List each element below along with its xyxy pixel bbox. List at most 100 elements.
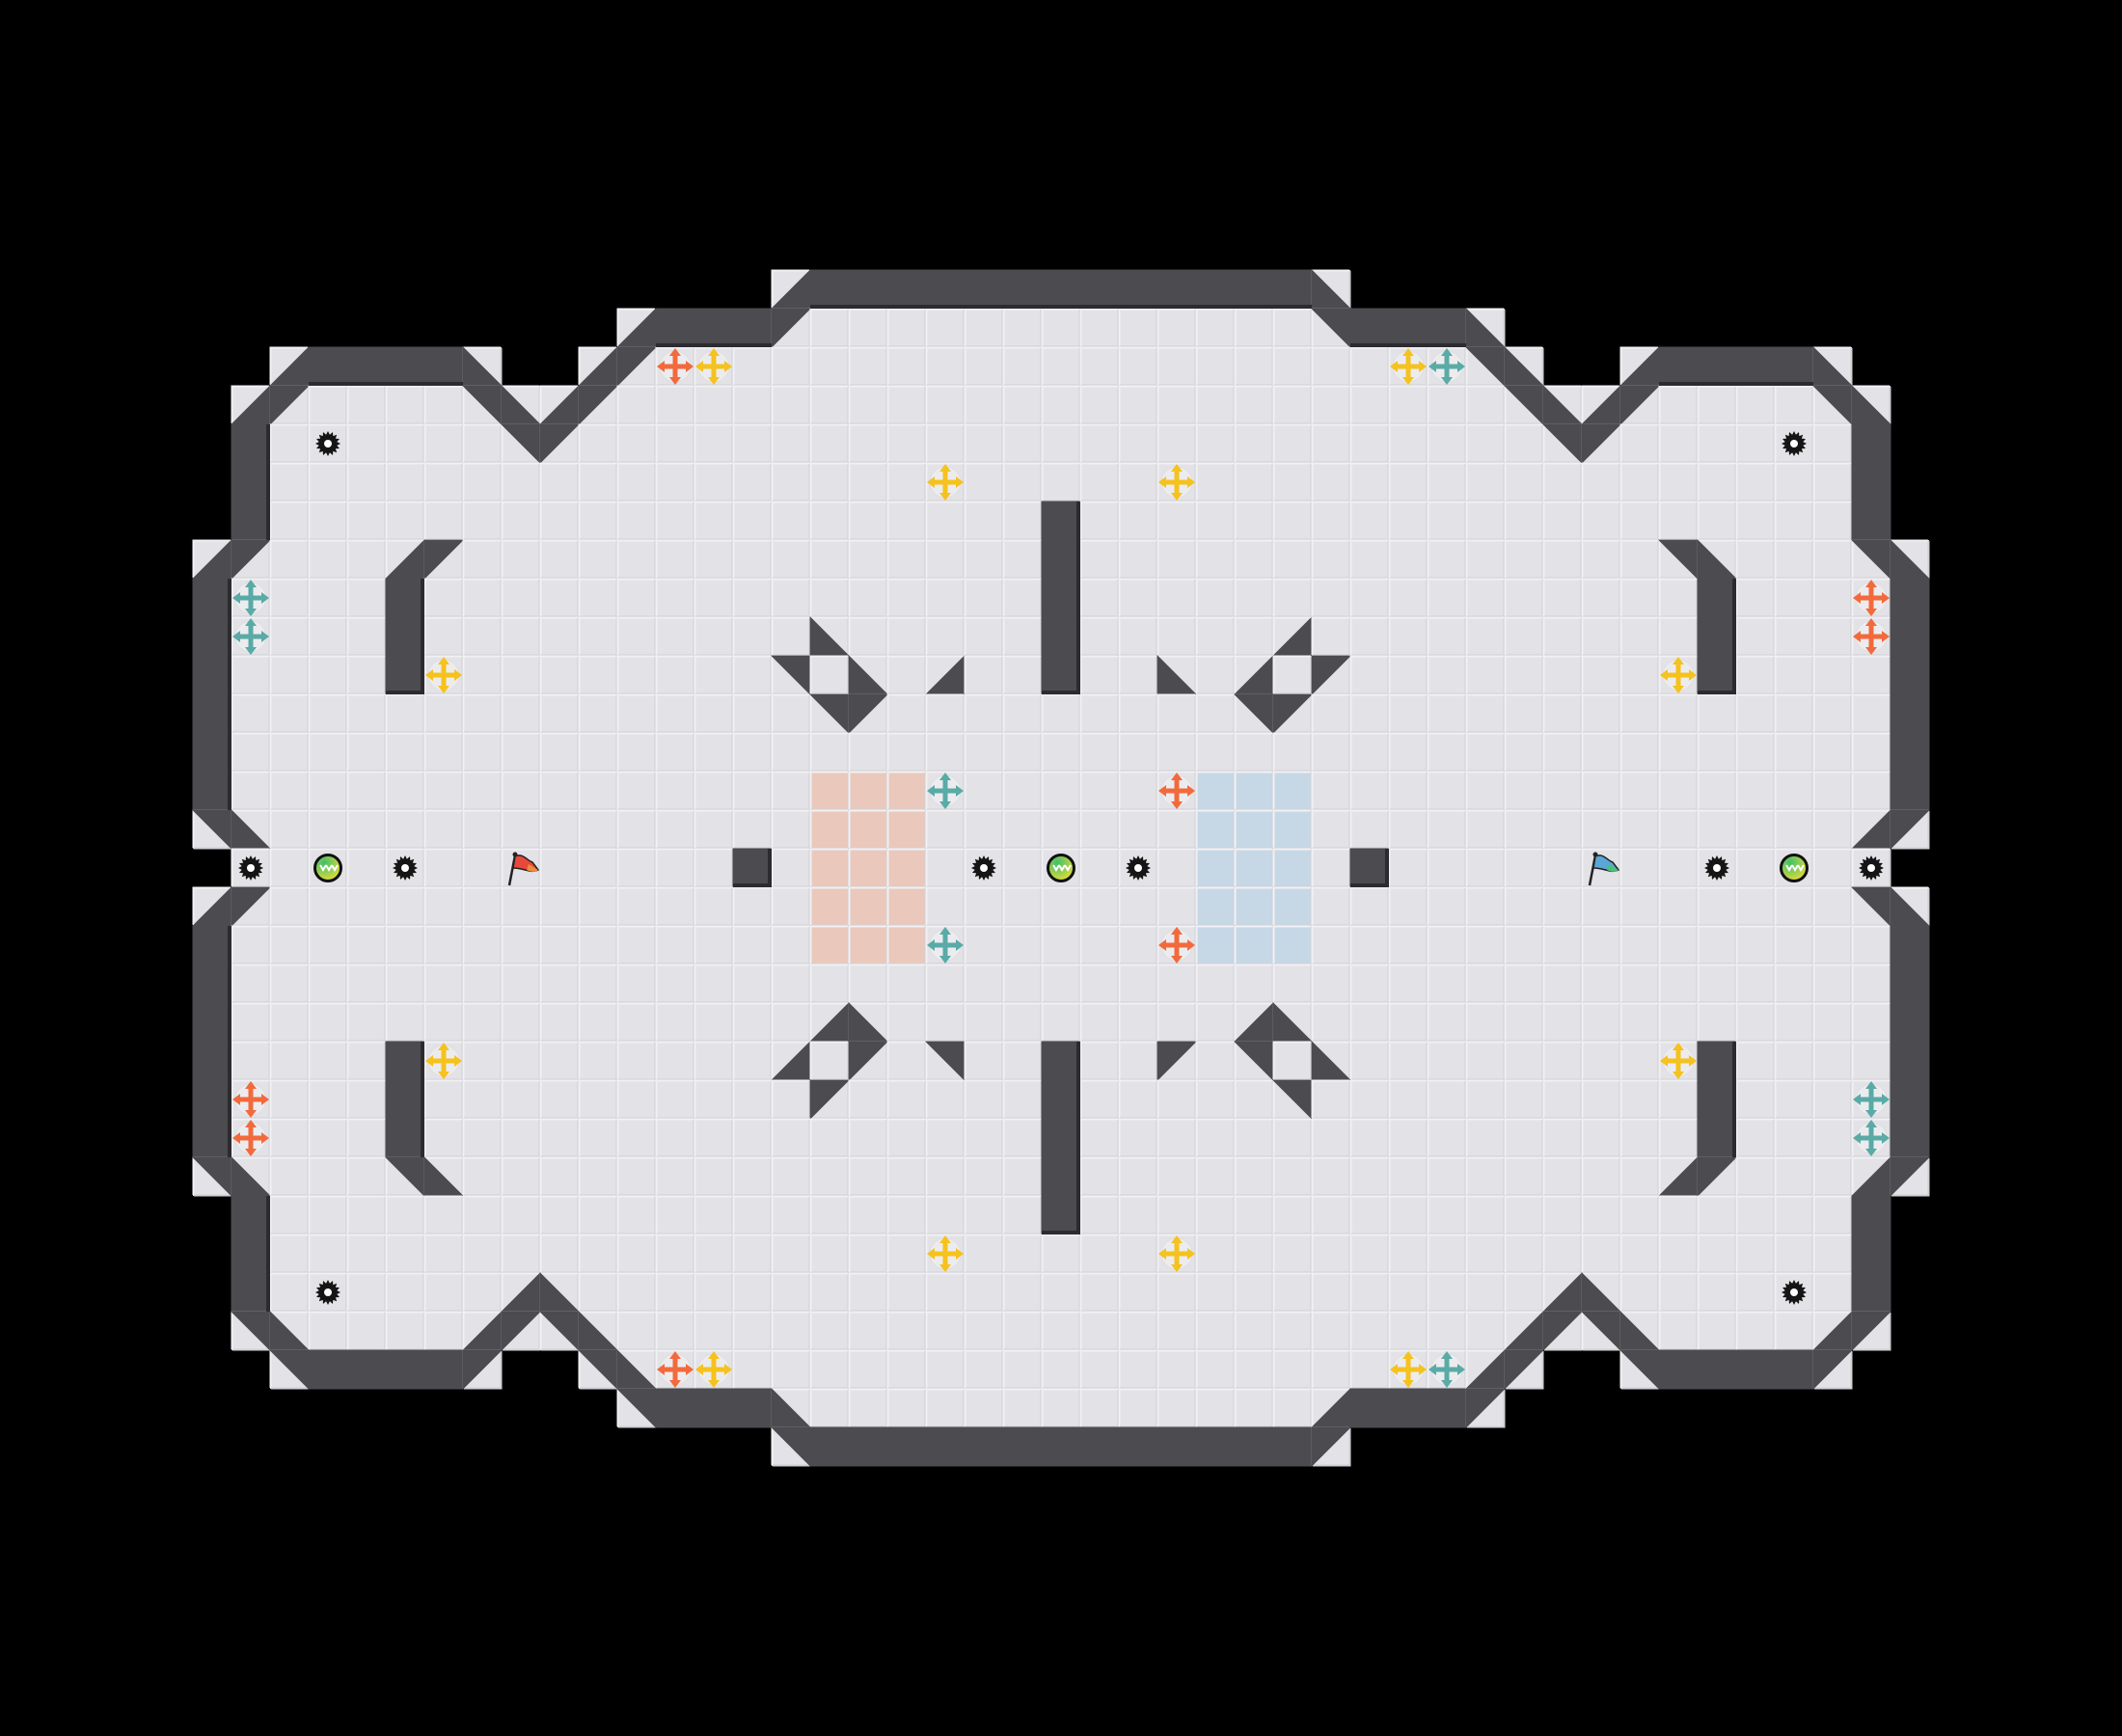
floor-tile <box>423 1118 464 1158</box>
wall-edge <box>228 772 231 810</box>
wall-edge <box>309 382 347 386</box>
floor-tile <box>732 1234 773 1274</box>
floor-tile <box>1619 809 1660 850</box>
floor-tile <box>1774 886 1814 927</box>
wall-tile <box>192 1002 232 1043</box>
floor-tile <box>1195 462 1236 502</box>
floor-tile <box>1079 1195 1120 1235</box>
floor-tile <box>1311 732 1351 773</box>
floor-tile <box>1774 732 1814 773</box>
floor-tile <box>1504 1041 1544 1081</box>
floor-tile <box>925 963 966 1004</box>
boost-pad-icon <box>927 464 964 501</box>
wall-edge <box>1076 1196 1080 1234</box>
floor-tile <box>1851 963 1891 1004</box>
floor-tile <box>1427 848 1467 888</box>
boost-pad-icon <box>927 927 964 963</box>
floor-tile <box>886 1156 927 1197</box>
floor-tile <box>964 385 1004 425</box>
bomb-icon <box>1782 1280 1807 1305</box>
floor-tile <box>269 1079 310 1120</box>
floor-tile <box>1812 1272 1853 1313</box>
wall-tile <box>1041 1426 1081 1467</box>
floor-tile <box>1542 771 1583 811</box>
wall-edge <box>1076 502 1080 540</box>
floor-tile <box>462 1079 503 1120</box>
boost-pad-icon <box>232 1120 269 1156</box>
floor-tile <box>308 385 348 425</box>
floor-tile <box>886 1195 927 1235</box>
floor-tile <box>1311 423 1351 464</box>
floor-tile <box>1504 925 1544 965</box>
floor-tile <box>1349 963 1390 1004</box>
floor-tile <box>1735 1234 1776 1274</box>
floor-tile <box>1774 1079 1814 1120</box>
blue-endzone-tile <box>1272 771 1313 811</box>
floor-tile <box>809 308 850 348</box>
floor-tile <box>771 732 811 773</box>
floor-tile <box>694 771 734 811</box>
floor-tile <box>771 462 811 502</box>
floor-tile <box>501 771 541 811</box>
floor-tile <box>1118 963 1158 1004</box>
floor-tile <box>501 462 541 502</box>
floor-tile <box>1619 616 1660 657</box>
floor-tile <box>346 1118 387 1158</box>
diagonal-wall-tile <box>848 1041 888 1081</box>
floor-tile <box>771 1311 811 1351</box>
floor-tile <box>578 771 618 811</box>
floor-tile <box>1427 809 1467 850</box>
blue-flag-icon[interactable] <box>1588 852 1620 886</box>
wall-tile <box>964 269 1004 310</box>
floor-tile <box>1349 809 1390 850</box>
floor-tile <box>462 771 503 811</box>
floor-tile <box>1079 1079 1120 1120</box>
floor-tile <box>771 809 811 850</box>
floor-tile <box>1079 539 1120 580</box>
wall-tile <box>1851 1272 1891 1313</box>
diagonal-wall-tile <box>771 308 811 348</box>
blue-endzone-tile <box>1234 925 1274 965</box>
floor-tile <box>346 771 387 811</box>
floor-tile <box>1504 1234 1544 1274</box>
floor-tile <box>308 809 348 850</box>
wall-edge <box>228 579 231 617</box>
floor-tile <box>346 578 387 618</box>
floor-tile <box>1272 308 1313 348</box>
floor-tile <box>269 925 310 965</box>
red-flag-icon[interactable] <box>507 852 540 886</box>
floor-tile <box>1349 1002 1390 1043</box>
floor-tile <box>1427 886 1467 927</box>
floor-tile <box>1619 1002 1660 1043</box>
floor-tile <box>1311 1234 1351 1274</box>
floor-tile <box>655 771 695 811</box>
floor-tile <box>771 1349 811 1390</box>
diagonal-wall-tile <box>616 346 657 387</box>
floor-tile <box>694 501 734 541</box>
floor-tile <box>1697 385 1737 425</box>
floor-tile <box>231 963 271 1004</box>
floor-tile <box>1156 539 1197 580</box>
floor-tile <box>1349 539 1390 580</box>
floor-tile <box>1002 771 1043 811</box>
diagonal-wall-tile <box>1542 1311 1583 1351</box>
floor-tile <box>385 501 425 541</box>
floor-tile <box>346 1234 387 1274</box>
floor-tile <box>1735 848 1776 888</box>
floor-tile <box>1349 771 1390 811</box>
floor-tile <box>501 693 541 734</box>
floor-tile <box>1735 1311 1776 1351</box>
floor-tile <box>1272 963 1313 1004</box>
floor-tile <box>848 1388 888 1428</box>
floor-tile <box>1195 1234 1236 1274</box>
floor-tile <box>1118 1118 1158 1158</box>
floor-tile <box>1735 732 1776 773</box>
floor-tile <box>1774 539 1814 580</box>
floor-tile <box>1774 1041 1814 1081</box>
floor-tile <box>1388 1118 1428 1158</box>
floor-tile <box>1658 1234 1699 1274</box>
floor-tile <box>694 886 734 927</box>
floor-tile <box>1812 1234 1853 1274</box>
floor-tile <box>616 963 657 1004</box>
floor-tile <box>1774 385 1814 425</box>
